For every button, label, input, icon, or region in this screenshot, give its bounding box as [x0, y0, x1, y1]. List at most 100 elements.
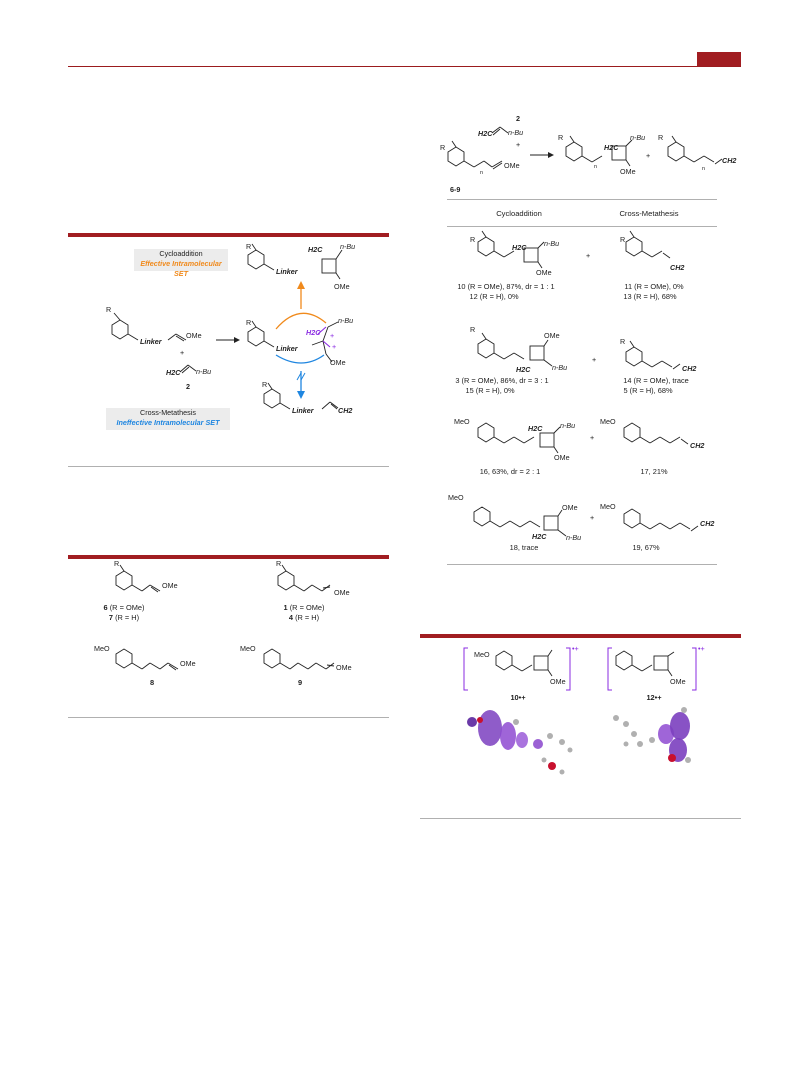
svg-text:+: +: [332, 342, 336, 351]
svg-text:11 (R = OMe), 0%: 11 (R = OMe), 0%: [624, 282, 684, 291]
svg-text:R: R: [620, 337, 625, 346]
header-page-tab: [697, 52, 741, 66]
svg-text:2: 2: [186, 382, 190, 391]
svg-text:1 (R = OMe): 1 (R = OMe): [284, 603, 325, 612]
svg-text:CH2: CH2: [670, 263, 684, 272]
svg-text:OMe: OMe: [330, 358, 346, 367]
svg-text:H2C: H2C: [604, 143, 619, 152]
svg-text:H2C: H2C: [308, 245, 323, 254]
svg-text:n-Bu: n-Bu: [338, 316, 353, 325]
svg-text:R: R: [620, 235, 625, 244]
svg-text:OMe: OMe: [162, 581, 178, 590]
svg-text:10 (R = OMe), 87%, dr = 1 : 1: 10 (R = OMe), 87%, dr = 1 : 1: [457, 282, 554, 291]
table-top-rule: [447, 199, 717, 200]
svg-text:n: n: [702, 166, 705, 172]
substrate-benzene-ring: [111, 319, 129, 340]
svg-text:Linker: Linker: [276, 267, 299, 276]
svg-text:4 (R = H): 4 (R = H): [289, 613, 319, 622]
svg-text:6-9: 6-9: [450, 185, 460, 194]
svg-text:3 (R = OMe), 86%, dr = 3 : 1: 3 (R = OMe), 86%, dr = 3 : 1: [455, 376, 548, 385]
mechanism-scheme: R Linker OMe + H2C n-Bu 2 R Linker H2C n…: [106, 242, 355, 415]
svg-text:19, 67%: 19, 67%: [632, 543, 660, 552]
svg-text:+: +: [586, 251, 590, 260]
svg-text:16, 63%, dr = 2 : 1: 16, 63%, dr = 2 : 1: [480, 467, 541, 476]
svg-text:CH2: CH2: [338, 406, 352, 415]
svg-text:12 (R = H), 0%: 12 (R = H), 0%: [469, 292, 519, 301]
svg-text:n-Bu: n-Bu: [560, 421, 575, 430]
bottom-product-benzene-ring: [263, 388, 281, 409]
svg-text:14 (R = OMe), trace: 14 (R = OMe), trace: [623, 376, 689, 385]
svg-text:+: +: [592, 355, 596, 364]
svg-text:R: R: [658, 133, 663, 142]
svg-text:6 (R = OMe): 6 (R = OMe): [104, 603, 145, 612]
svg-text:•+: •+: [572, 644, 579, 653]
svg-text:OMe: OMe: [334, 282, 350, 291]
svg-text:R: R: [558, 133, 563, 142]
svg-text:OMe: OMe: [562, 503, 578, 512]
svg-text:n: n: [594, 164, 597, 170]
svg-text:15 (R = H), 0%: 15 (R = H), 0%: [465, 386, 515, 395]
spin-bottom-rule: [420, 818, 741, 819]
header-rule: [68, 66, 741, 67]
svg-text:OMe: OMe: [186, 331, 202, 340]
svg-text:H2C: H2C: [478, 129, 493, 138]
svg-text:OMe: OMe: [336, 663, 352, 672]
svg-text:n-Bu: n-Bu: [552, 363, 567, 372]
svg-text:H2C: H2C: [306, 328, 321, 337]
svg-text:R: R: [106, 305, 111, 314]
svg-text:Linker: Linker: [292, 406, 315, 415]
svg-text:+: +: [646, 151, 650, 160]
svg-text:H2C: H2C: [512, 243, 527, 252]
svg-text:H2C: H2C: [166, 368, 181, 377]
svg-text:MeO: MeO: [240, 644, 256, 653]
scheme-bottom-rule: [68, 466, 389, 467]
svg-text:OMe: OMe: [620, 167, 636, 176]
svg-text:17, 21%: 17, 21%: [640, 467, 668, 476]
svg-text:Linker: Linker: [140, 337, 163, 346]
svg-text:OMe: OMe: [536, 268, 552, 277]
scheme-top-rule: [68, 233, 389, 237]
svg-text:CH2: CH2: [682, 364, 696, 373]
svg-text:+: +: [590, 433, 594, 442]
svg-text:MeO: MeO: [600, 417, 616, 426]
svg-text:n-Bu: n-Bu: [196, 367, 211, 376]
svg-text:R: R: [246, 318, 251, 327]
svg-text:OMe: OMe: [554, 453, 570, 462]
svg-text:•+: •+: [698, 644, 705, 653]
svg-text:13 (R = H), 68%: 13 (R = H), 68%: [623, 292, 677, 301]
table-reaction-scheme: 2 H2C n-Bu + R OMe n 6-9 R H2C n-Bu OMe …: [440, 114, 736, 194]
svg-text:H2C: H2C: [532, 532, 547, 541]
svg-text:MeO: MeO: [448, 493, 464, 502]
svg-text:+: +: [590, 513, 594, 522]
svg-text:MeO: MeO: [600, 502, 616, 511]
svg-text:+: +: [516, 140, 520, 149]
svg-text:n-Bu: n-Bu: [340, 242, 355, 251]
svg-text:R: R: [470, 235, 475, 244]
substrates-top-rule: [68, 555, 389, 559]
top-product-cyclobutane: [321, 258, 337, 274]
svg-text:R: R: [440, 143, 445, 152]
spin-density-12: [613, 707, 691, 763]
svg-text:R: R: [470, 325, 475, 334]
svg-text:MeO: MeO: [94, 644, 110, 653]
svg-text:7 (R = H): 7 (R = H): [109, 613, 139, 622]
spin-density-figure: MeO OMe OMe •+ •+ 10•+ 12•+: [463, 644, 705, 775]
orange-set-arrow: [275, 312, 327, 330]
svg-text:OMe: OMe: [180, 659, 196, 668]
svg-text:5 (R = H), 68%: 5 (R = H), 68%: [623, 386, 673, 395]
svg-text:R: R: [114, 560, 119, 568]
svg-text:H2C: H2C: [528, 424, 543, 433]
svg-text:n-Bu: n-Bu: [544, 239, 559, 248]
svg-text:R: R: [246, 242, 251, 251]
spin-top-rule: [420, 634, 741, 638]
svg-text:R: R: [262, 380, 267, 389]
svg-text:OMe: OMe: [670, 677, 686, 686]
blue-set-arrow: [275, 354, 325, 364]
svg-text:2: 2: [516, 114, 520, 123]
svg-text:n-Bu: n-Bu: [630, 133, 645, 142]
svg-text:CH2: CH2: [700, 519, 714, 528]
svg-text:n-Bu: n-Bu: [508, 128, 523, 137]
svg-text:CH2: CH2: [722, 156, 736, 165]
svg-text:+: +: [330, 331, 334, 340]
svg-text:R: R: [276, 560, 281, 568]
